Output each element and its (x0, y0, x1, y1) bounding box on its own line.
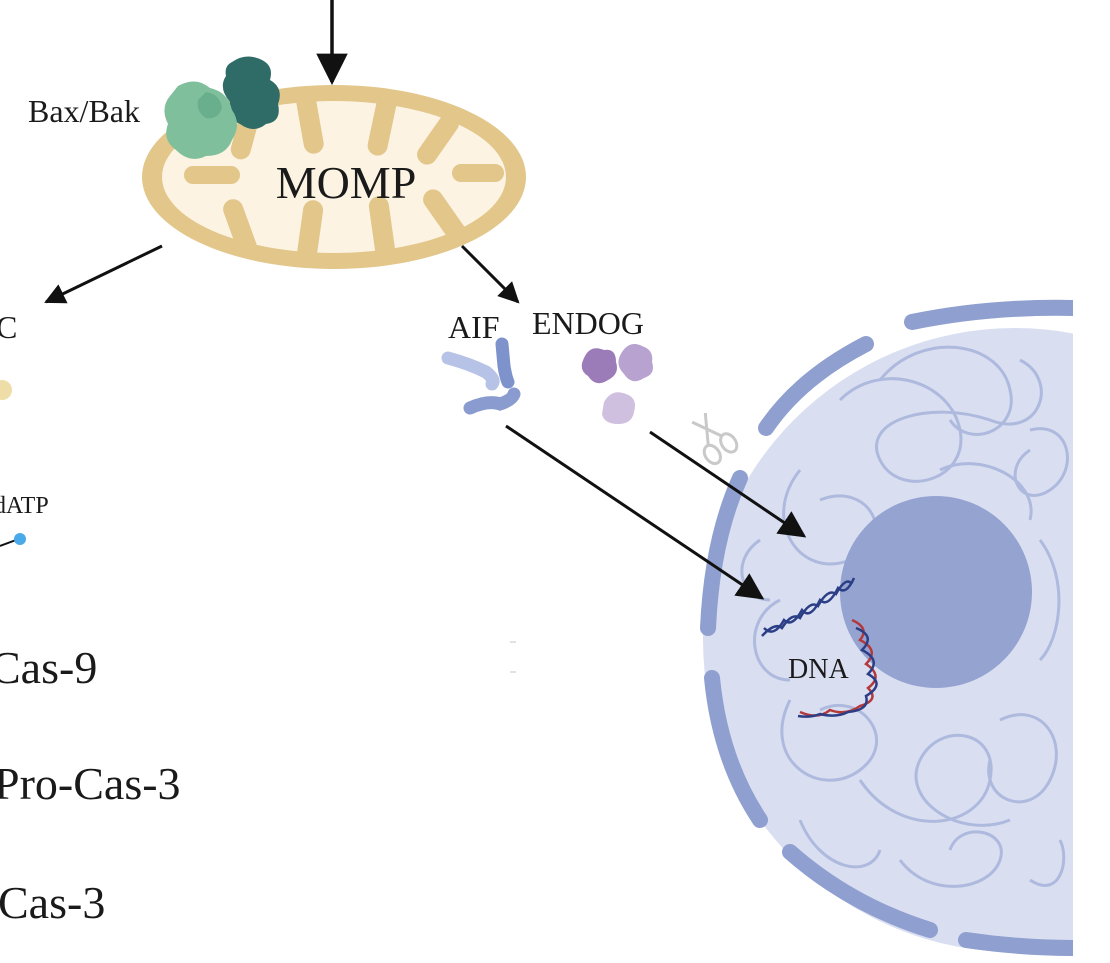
datp-link (0, 539, 17, 547)
cytochrome-c-label: C (0, 309, 17, 345)
arrow-aif-to-dna (505, 424, 765, 600)
datp-dot (14, 533, 26, 545)
momp-label: MOMP (276, 157, 417, 208)
endog-label: ENDOG (532, 305, 644, 341)
aif-label: AIF (448, 309, 500, 345)
cytochrome-c-molecule (0, 380, 12, 400)
arrow-endog-to-dna (649, 430, 807, 538)
nuclear-envelope (700, 299, 1073, 956)
dna-fragment-blue (761, 577, 856, 637)
cas3-label: Cas-3 (0, 877, 105, 928)
pro-cas3-label: Pro-Cas-3 (0, 758, 181, 809)
arrow-to-aif (460, 244, 520, 304)
arrow-to-cytochrome-c (44, 244, 163, 304)
aif-molecules (441, 337, 521, 415)
nucleus (700, 299, 1073, 956)
dna-fragment-red (797, 618, 878, 718)
dna-label: DNA (788, 654, 849, 685)
scissors-icon (691, 412, 739, 466)
datp-label: dATP (0, 493, 49, 519)
endog-molecules (581, 344, 653, 424)
cas9-label: Cas-9 (0, 642, 97, 693)
mitochondrion: MOMP (142, 85, 526, 269)
nucleolus (840, 496, 1032, 688)
bax-bak-protein (164, 56, 280, 159)
bax-bak-label: Bax/Bak (28, 93, 140, 129)
faint-marks (510, 641, 516, 673)
